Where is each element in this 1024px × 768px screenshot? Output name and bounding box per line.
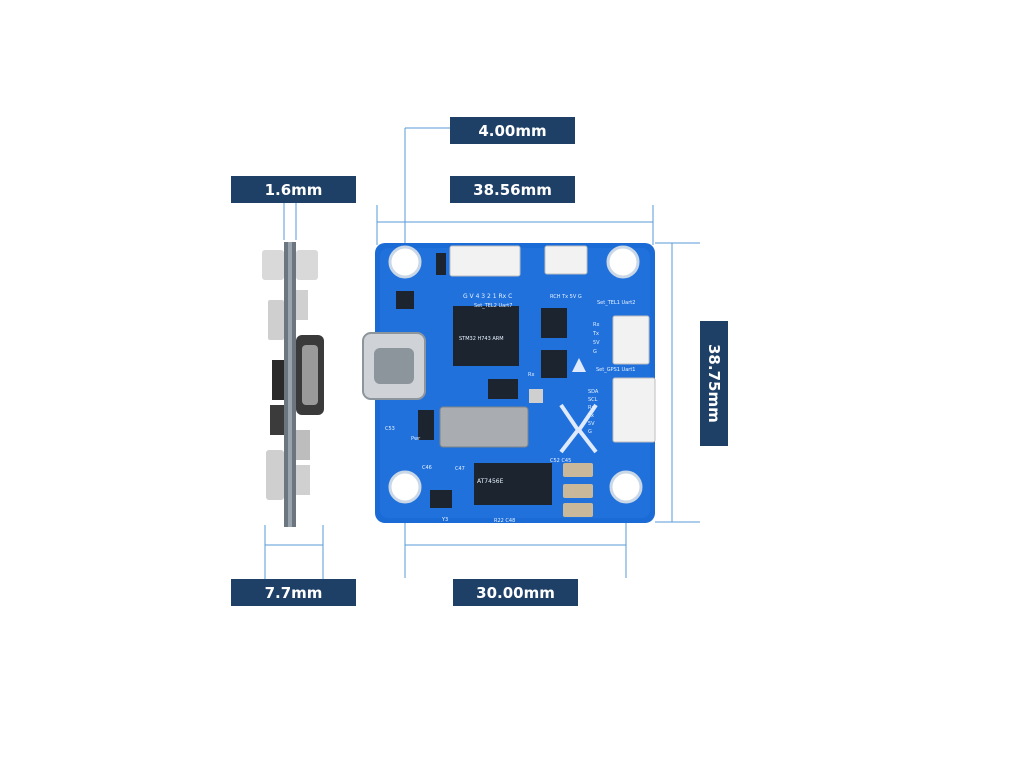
silk-chip-marking: AT7456E bbox=[477, 478, 504, 485]
connector-top-right bbox=[544, 245, 588, 275]
dim-label-board-width: 38.56mm bbox=[450, 176, 575, 203]
dim-label-pcb-thickness: 1.6mm bbox=[231, 176, 356, 203]
svg-text:5V: 5V bbox=[593, 340, 600, 346]
silk-mcu-marking: STM32 H743 ARM bbox=[459, 336, 504, 342]
svg-text:Tx: Tx bbox=[587, 413, 594, 419]
silk-rx: Rx bbox=[528, 372, 534, 378]
mount-hole-tr bbox=[606, 245, 640, 279]
side-view-board bbox=[262, 242, 324, 527]
side-connector-top-left bbox=[262, 250, 284, 280]
silk-y3: Y3 bbox=[441, 517, 448, 523]
dim-label-board-height: 38.75mm bbox=[700, 321, 728, 446]
pcb-top-view: G V 4 3 2 1 Rx C Set_TEL2 Uart7 Set_TEL1… bbox=[362, 243, 656, 524]
connector-gps1 bbox=[612, 377, 656, 443]
silk-r22: R22 C48 bbox=[494, 518, 515, 524]
dim-label-hole-offset: 4.00mm bbox=[450, 117, 575, 144]
silk-gps1-label: Set_GPS1 Uart1 bbox=[596, 367, 635, 373]
silk-tel1-label: Set_TEL1 Uart2 bbox=[597, 300, 635, 306]
silk-pwr: Pwr bbox=[411, 436, 421, 442]
osd-chip bbox=[474, 463, 552, 505]
mount-hole-bl bbox=[388, 470, 422, 504]
svg-text:Rx: Rx bbox=[588, 405, 594, 411]
silk-uart7-pins: G V 4 3 2 1 Rx C bbox=[463, 293, 512, 300]
dim-label-side-height: 7.7mm bbox=[231, 579, 356, 606]
side-connector-top-right bbox=[296, 250, 318, 280]
brand-logo bbox=[559, 403, 598, 454]
silk-c47: C47 bbox=[455, 466, 465, 472]
silk-c52: C52 C45 bbox=[550, 458, 571, 464]
svg-text:G: G bbox=[588, 429, 592, 435]
silk-uart7-label: Set_TEL2 Uart7 bbox=[474, 303, 512, 309]
sd-card-slot bbox=[439, 406, 529, 448]
svg-text:Rx: Rx bbox=[593, 322, 599, 328]
mount-hole-br bbox=[609, 470, 643, 504]
svg-text:G: G bbox=[593, 349, 597, 355]
dim-label-mount-spacing: 30.00mm bbox=[453, 579, 578, 606]
svg-text:SDA: SDA bbox=[588, 389, 599, 395]
dimension-lines bbox=[264, 127, 700, 580]
mount-hole-tl bbox=[388, 245, 422, 279]
connector-tel1 bbox=[612, 315, 650, 365]
mcu-chip bbox=[453, 306, 519, 366]
silk-gps1-pins: SDA SCL Rx Tx 5V G bbox=[587, 389, 599, 435]
silk-tel1-pins: Rx Tx 5V G bbox=[592, 322, 600, 355]
arrow-marker bbox=[572, 358, 586, 372]
svg-text:Tx: Tx bbox=[592, 331, 599, 337]
svg-text:5V: 5V bbox=[588, 421, 595, 427]
svg-text:SCL: SCL bbox=[588, 397, 598, 403]
connector-uart7 bbox=[449, 245, 521, 277]
silk-c53: C53 bbox=[385, 426, 395, 432]
silk-top-right-pins: RCH Tx 5V G bbox=[550, 294, 582, 300]
silk-c46: C46 bbox=[422, 465, 432, 471]
